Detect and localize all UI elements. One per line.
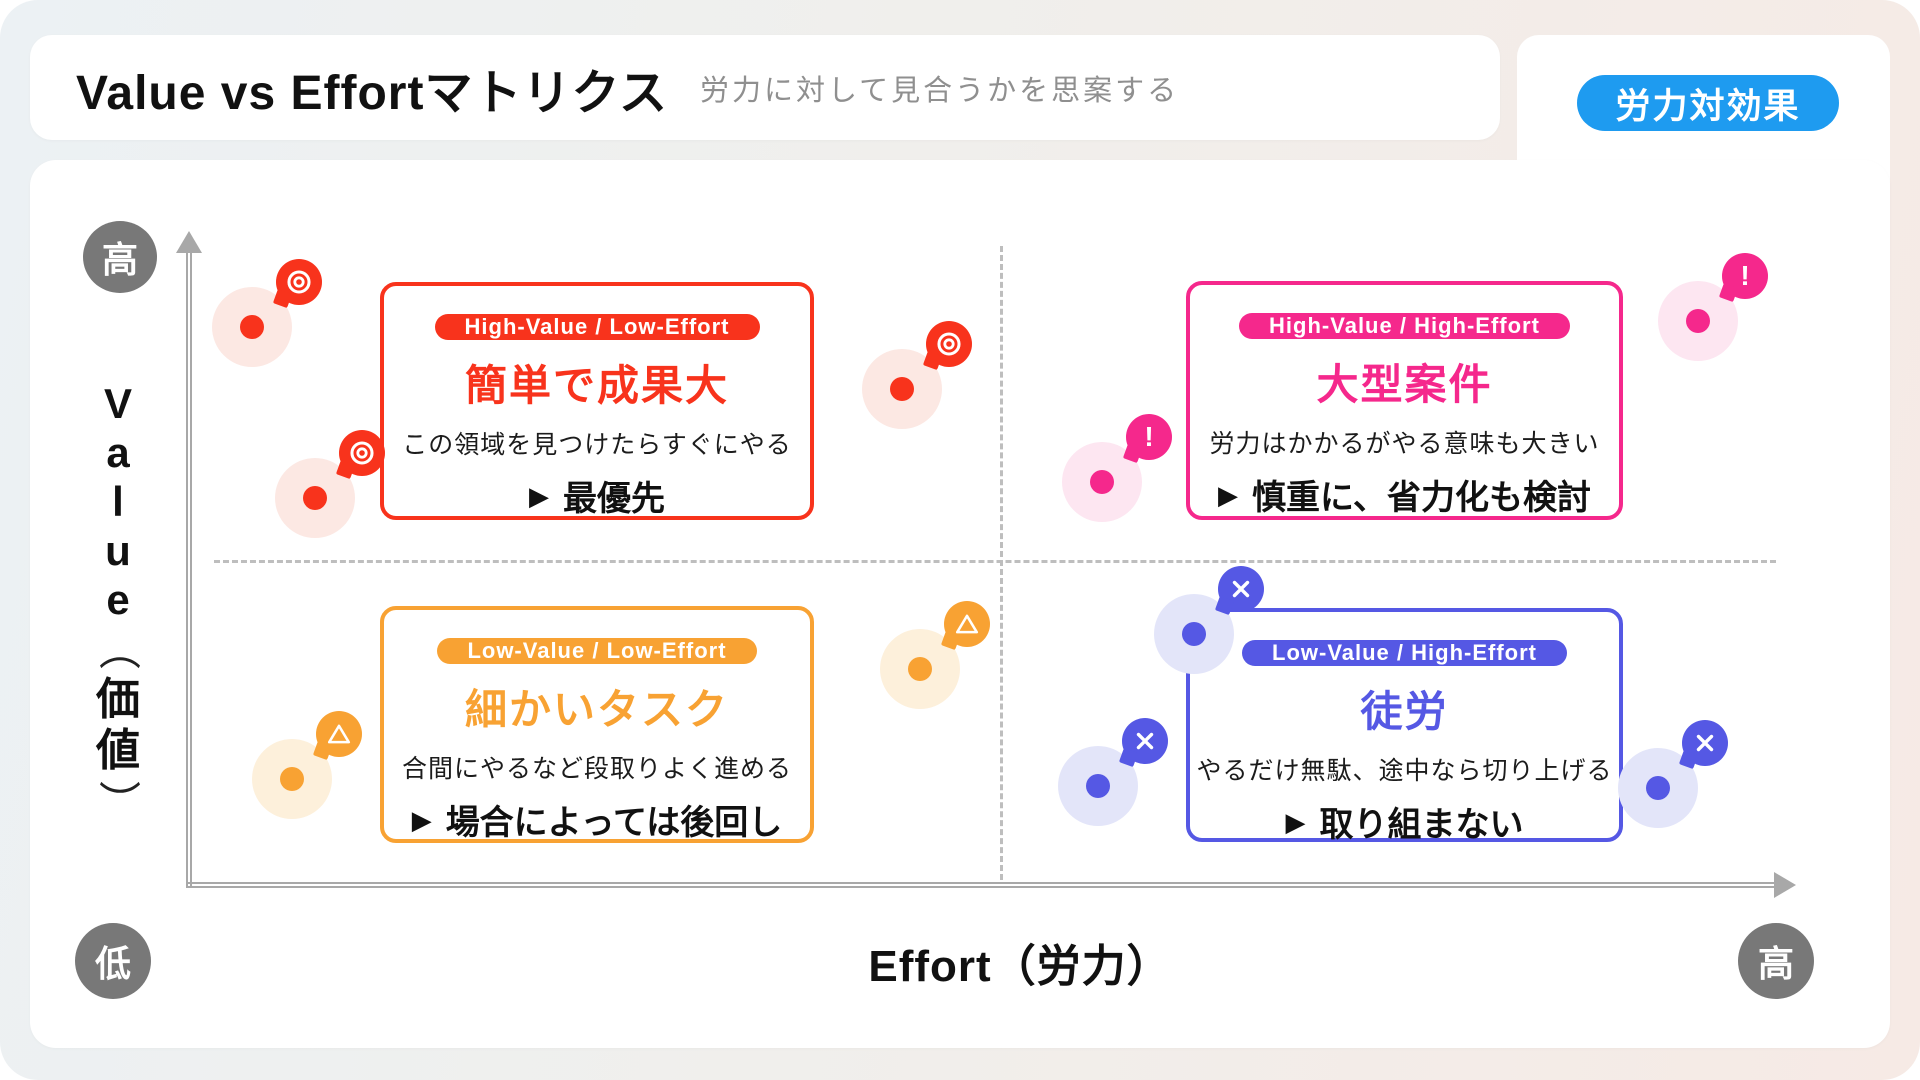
warning-triangle-icon — [955, 614, 979, 634]
warning-triangle-icon — [327, 724, 351, 744]
point-marker-bubble — [1678, 720, 1728, 770]
x-axis-arrowhead-icon — [1774, 872, 1796, 898]
quadrant-action: ▶ 慎重に、省力化も検討 — [1218, 470, 1591, 519]
quadrant-action-label: 場合によっては後回し — [445, 804, 783, 842]
point-marker-bubble: ! — [1718, 253, 1768, 303]
quadrant-description: 合間にやるなど段取りよく進める — [402, 755, 793, 783]
quadrant-card-low-value-low-effort: Low-Value / Low-Effort 細かいタスク 合間にやるなど段取り… — [380, 606, 814, 843]
page-subtitle: 労力に対して見合うかを思案する — [700, 74, 1180, 107]
y-axis-line — [186, 252, 192, 886]
quadrant-card-high-value-high-effort: High-Value / High-Effort 大型案件 労力はかかるがやる意… — [1186, 281, 1623, 520]
target-icon — [937, 332, 961, 356]
quadrant-title: 徒労 — [1360, 688, 1449, 735]
data-point-dot — [908, 657, 932, 681]
data-point-dot — [1086, 774, 1110, 798]
y-axis-label-char: （ — [95, 628, 143, 671]
data-point-dot — [890, 377, 914, 401]
y-axis-label-char: a — [106, 429, 130, 477]
y-axis-label-char: u — [105, 527, 131, 575]
x-axis-label: Effort（労力） — [868, 942, 1172, 991]
point-marker-bubble — [272, 259, 322, 309]
y-axis-label-char: 値 — [96, 725, 140, 775]
quadrant-description: 労力はかかるがやる意味も大きい — [1209, 430, 1600, 458]
quadrant-title: 細かいタスク — [464, 686, 729, 733]
y-axis-label-char: V — [103, 380, 132, 427]
point-marker-bubble: ! — [1122, 414, 1172, 464]
data-point-dot — [1182, 622, 1206, 646]
y-axis-label-char: e — [106, 576, 130, 624]
quadrant-title: 簡単で成果大 — [464, 362, 729, 409]
point-marker-bubble — [940, 601, 990, 651]
x-axis-line — [186, 882, 1776, 888]
point-marker-bubble — [335, 430, 385, 480]
y-axis-arrowhead-icon — [176, 231, 202, 253]
data-point-dot — [1646, 776, 1670, 800]
play-icon: ▶ — [529, 480, 549, 511]
data-point-dot — [1090, 470, 1114, 494]
quadrant-action: ▶ 場合によっては後回し — [412, 795, 783, 844]
play-icon: ▶ — [1218, 479, 1238, 510]
point-marker-bubble — [922, 321, 972, 371]
y-axis-label-char: 価 — [96, 674, 140, 724]
quadrant-description: この領域を見つけたらすぐにやる — [402, 431, 792, 459]
quadrant-action-label: 取り組まない — [1319, 806, 1524, 844]
point-marker-bubble — [312, 711, 362, 761]
page-title: Value vs Effortマトリクス — [76, 66, 669, 120]
quadrant-card-low-value-high-effort: Low-Value / High-Effort 徒労 やるだけ無駄、途中なら切り… — [1186, 608, 1623, 844]
quadrant-badge: High-Value / High-Effort — [1239, 313, 1570, 339]
quadrant-action-label: 慎重に、省力化も検討 — [1252, 479, 1591, 517]
cross-icon — [1696, 734, 1714, 752]
quadrant-badge: Low-Value / Low-Effort — [437, 638, 757, 664]
quadrant-action: ▶ 最優先 — [529, 471, 665, 520]
cross-icon — [1232, 580, 1250, 598]
horizontal-divider-dashed — [214, 560, 1776, 563]
quadrant-action: ▶ 取り組まない — [1286, 797, 1524, 846]
quadrant-badge: Low-Value / High-Effort — [1242, 640, 1567, 666]
y-axis-label-char: l — [112, 478, 124, 526]
point-marker-bubble — [1118, 718, 1168, 768]
cross-icon — [1136, 732, 1154, 750]
quadrant-badge: High-Value / Low-Effort — [434, 314, 760, 340]
play-icon: ▶ — [1285, 806, 1306, 837]
header-panel: Value vs Effortマトリクス 労力に対して見合うかを思案する — [30, 35, 1500, 140]
exclamation-icon: ! — [1144, 421, 1154, 452]
data-point-dot — [1686, 309, 1710, 333]
y-axis-low-marker: 低 — [75, 923, 151, 999]
play-icon: ▶ — [411, 804, 432, 835]
data-point-dot — [240, 315, 264, 339]
vertical-divider-dashed — [1000, 246, 1003, 880]
point-marker-bubble — [1214, 566, 1264, 616]
x-axis-high-marker: 高 — [1738, 923, 1814, 999]
quadrant-description: やるだけ無駄、途中なら切り上げる — [1196, 757, 1613, 785]
quadrant-action-label: 最優先 — [563, 480, 665, 518]
effort-effect-badge[interactable]: 労力対効果 — [1577, 75, 1839, 131]
quadrant-card-high-value-low-effort: High-Value / Low-Effort 簡単で成果大 この領域を見つけた… — [380, 282, 814, 520]
target-icon — [350, 441, 374, 465]
exclamation-icon: ! — [1740, 260, 1750, 291]
data-point-dot — [280, 767, 304, 791]
y-axis-high-marker: 高 — [83, 221, 157, 293]
target-icon — [287, 270, 311, 294]
quadrant-title: 大型案件 — [1316, 361, 1493, 408]
y-axis-label-char: ） — [95, 779, 143, 822]
data-point-dot — [303, 486, 327, 510]
